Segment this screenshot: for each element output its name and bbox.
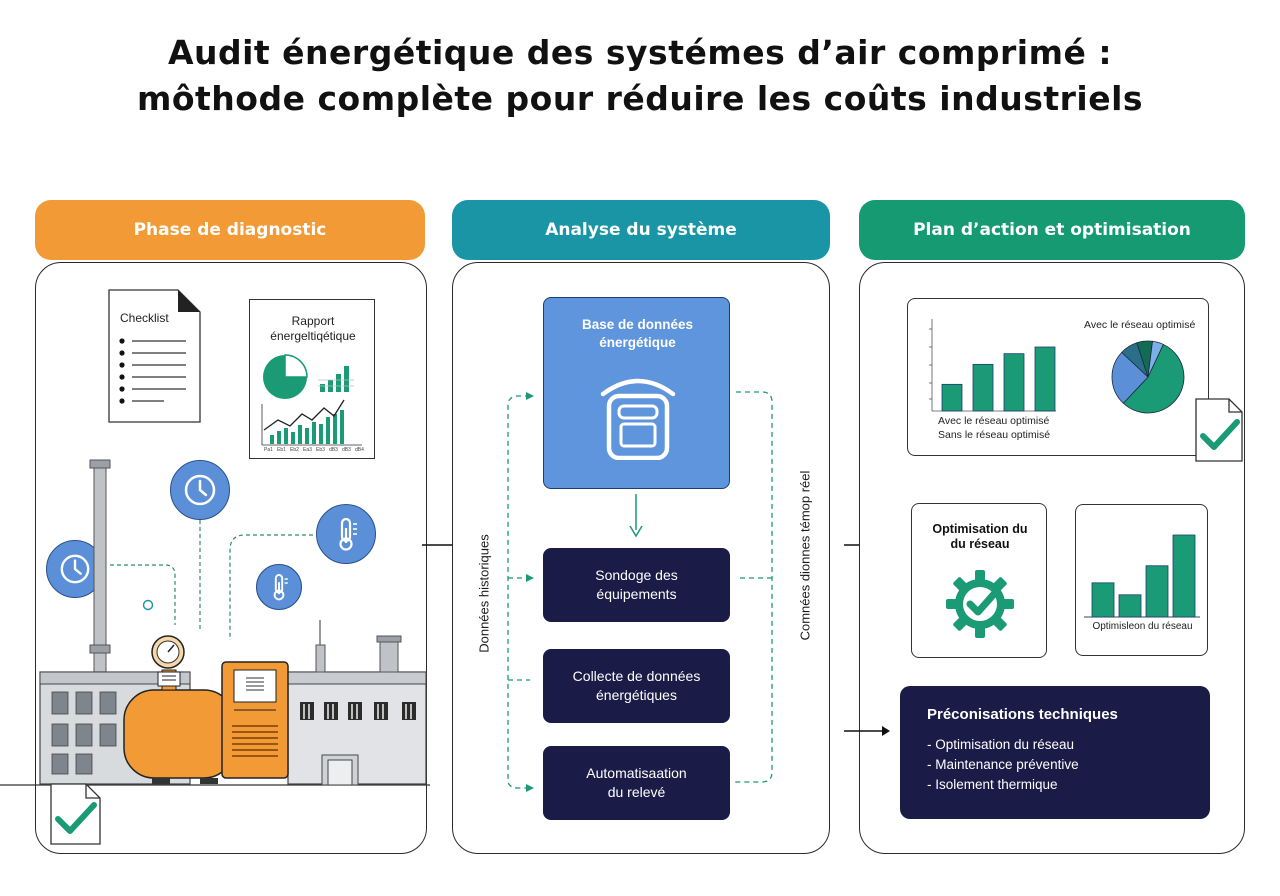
analysis-data-loops <box>507 391 773 792</box>
step-box-sondage: Sondoge des équipements <box>543 548 730 622</box>
comparison-pie <box>1111 340 1185 414</box>
report-axis-ticks: Pa1 Eb1 Eb2 Ea3 Eb3 dB3 dB3 dB4 <box>264 447 364 453</box>
phase-analysis-title: Analyse du système <box>545 220 737 240</box>
bar <box>941 383 963 412</box>
gear-check-icon <box>946 570 1014 638</box>
list-item: - Optimisation du réseau <box>927 737 1075 752</box>
checklist-icon <box>108 289 201 423</box>
chart-legend-with: Avec le réseau optimisé <box>938 415 1050 427</box>
checkmark-document-icon <box>1195 398 1243 462</box>
phase-optimisation-header: Plan d’action et optimisation <box>859 200 1245 260</box>
comparison-bar-chart <box>929 319 1185 414</box>
comparison-chart-card: Avec le réseau optimisé Avec le réseau o… <box>907 298 1209 456</box>
pie-slice <box>1147 340 1164 378</box>
database-icon <box>600 378 676 460</box>
pie-caption: Avec le réseau optimisé <box>1084 319 1196 331</box>
historical-data-label: Données historiques <box>476 534 492 653</box>
step-box-automatisation: Automatisaation du relevé <box>543 746 730 820</box>
bar-card-caption: Optimisleon du réseau <box>1092 621 1193 632</box>
bar <box>1091 582 1115 618</box>
network-card-label: Optimisation du du réseau <box>932 522 1028 551</box>
phase-analysis-header: Analyse du système <box>452 200 830 260</box>
comparison-bars <box>941 346 1056 412</box>
report-charts <box>261 354 362 446</box>
checklist-label: Checklist <box>120 311 169 325</box>
bar <box>1172 534 1196 618</box>
phase-diagnostic-title: Phase de diagnostic <box>133 220 327 240</box>
title-line-1: Audit énergétique des systémes d’air com… <box>167 33 1113 72</box>
arrow-to-recommendations <box>844 726 890 736</box>
network-bar-card: Optimisleon du réseau <box>1075 504 1208 656</box>
report-label: Rapport énergeltiqétique <box>270 314 356 343</box>
recommendations-title: Préconisations techniques <box>927 706 1118 723</box>
realtime-data-label: Comnées dionnes témop réel <box>797 470 813 641</box>
list-item: - Isolement thermique <box>927 777 1058 792</box>
bar <box>972 363 994 412</box>
recommendations-box: Préconisations techniques - Optimisation… <box>900 686 1210 819</box>
bar <box>1034 346 1056 412</box>
page-title: Audit énergétique des systémes d’air com… <box>0 30 1280 122</box>
title-line-2: môthode complète pour réduire les coûts … <box>136 79 1144 118</box>
phase-diagnostic-header: Phase de diagnostic <box>35 200 425 260</box>
recommendations-list: - Optimisation du réseau - Maintenance p… <box>927 735 1079 795</box>
pie-slice <box>1122 343 1185 414</box>
network-bars <box>1091 534 1196 618</box>
database-label: Base de données énergétique <box>581 317 694 350</box>
checklist-document: Checklist <box>108 289 201 423</box>
bar <box>1118 594 1142 618</box>
network-optimisation-card: Optimisation du du réseau <box>911 503 1047 658</box>
checkmark-document-icon <box>50 783 102 845</box>
report-document: Rapport énergeltiqétique Pa1 Eb1 Eb2 Ea3… <box>249 299 375 459</box>
bar <box>1003 353 1025 412</box>
list-item: - Maintenance préventive <box>927 757 1079 772</box>
bar <box>1145 565 1169 618</box>
step-box-collecte: Collecte de données énergétiques <box>543 649 730 723</box>
thermometer-icon <box>316 504 376 564</box>
network-bar-chart <box>1084 534 1200 618</box>
thermometer-icon <box>256 564 302 610</box>
clock-icon <box>170 460 230 520</box>
diagnostic-connectors <box>110 520 320 640</box>
phase-optimisation-title: Plan d’action et optimisation <box>913 220 1191 240</box>
database-box: Base de données énergétique <box>543 297 730 489</box>
factory-illustration <box>0 459 430 786</box>
chart-legend-without: Sans le réseau optimisé <box>938 429 1051 441</box>
pie-slice <box>1111 351 1149 404</box>
arrow-database-down <box>629 494 643 538</box>
